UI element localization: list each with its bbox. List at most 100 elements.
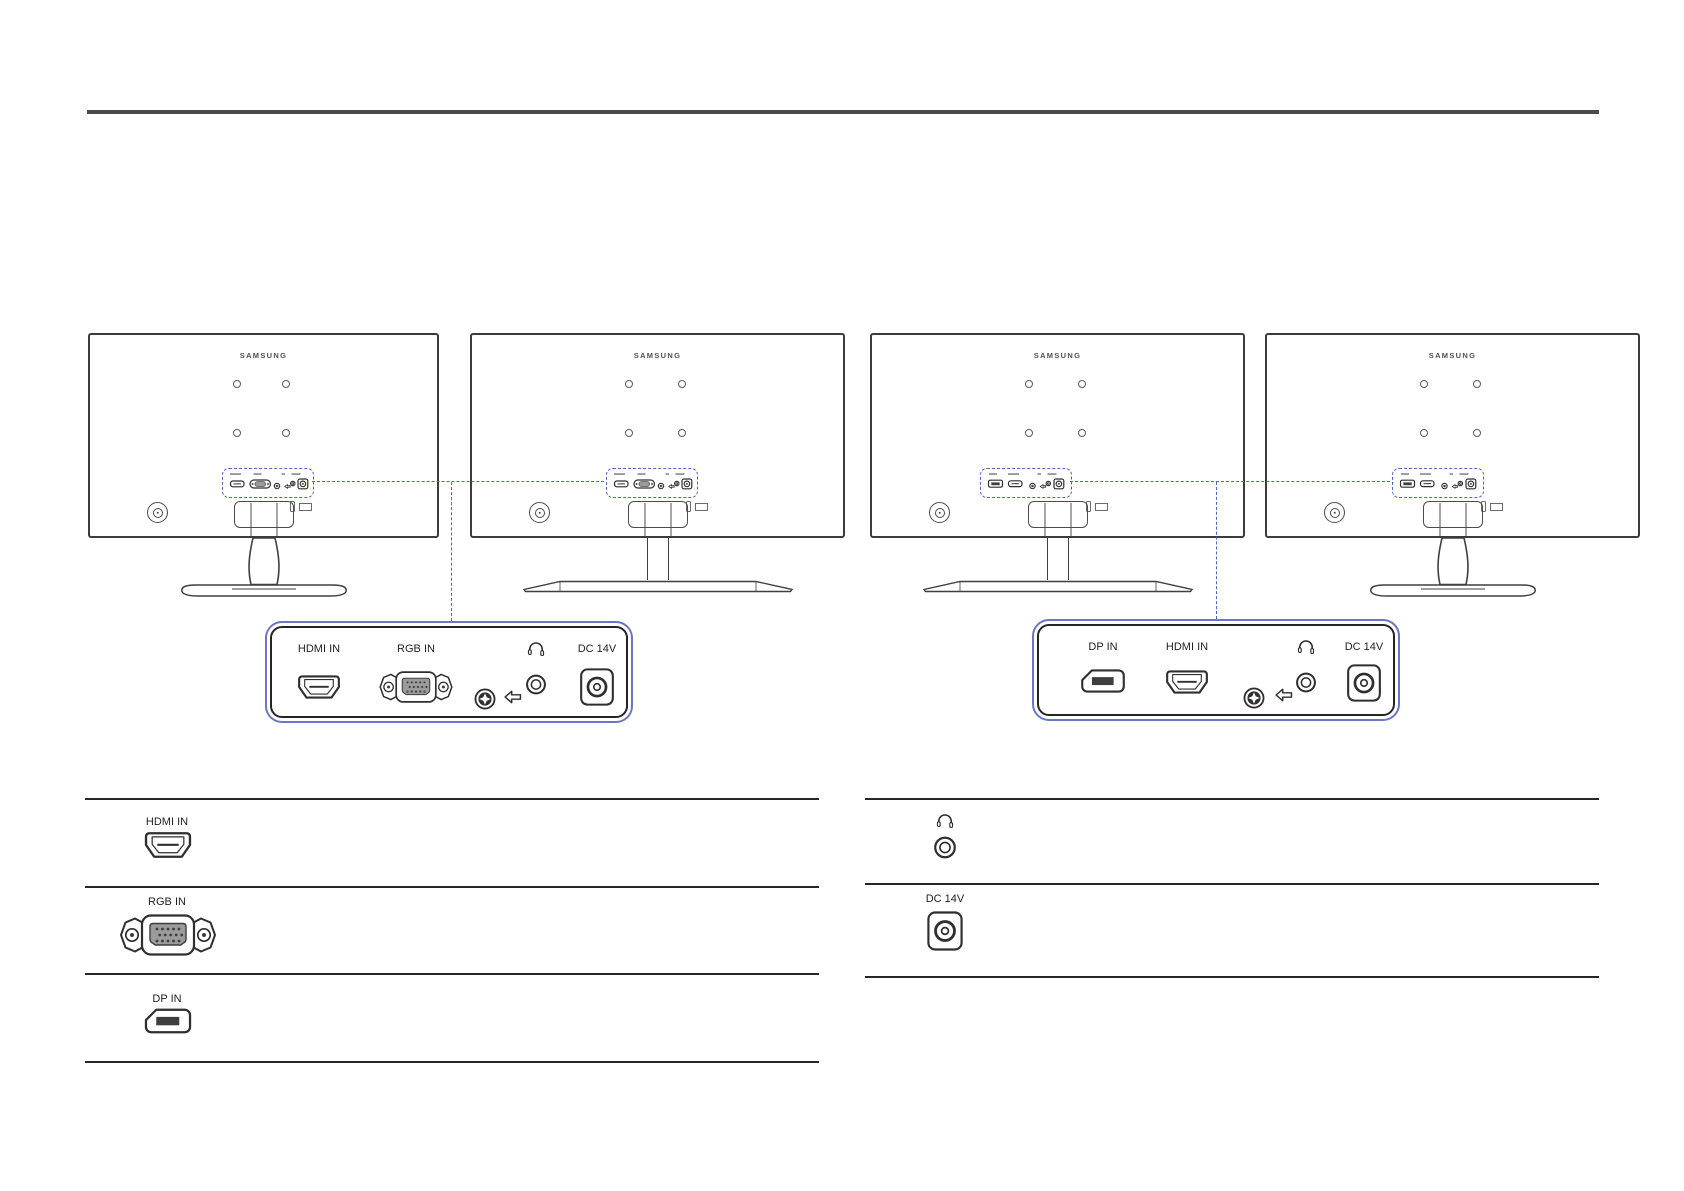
table-row xyxy=(865,798,1599,883)
hdmi-port-icon xyxy=(1166,670,1208,694)
table-row: DC 14V xyxy=(865,883,1599,978)
port-icon-phone xyxy=(1296,672,1317,698)
port-label: HDMI IN xyxy=(145,816,189,828)
mini-ports-dp-hdmi xyxy=(987,472,1065,489)
table-row: DP IN xyxy=(85,973,819,1063)
monitor-back-panel: SAMSUNG xyxy=(870,333,1245,538)
monitor-back-panel: SAMSUNG xyxy=(470,333,845,538)
port-icon-screw xyxy=(1243,687,1265,714)
ports-detail-panel: HDMI IN RGB IN DC 14V xyxy=(265,621,633,723)
port-icon-hdmi xyxy=(144,831,192,864)
hdmi-port-icon xyxy=(298,675,340,699)
jog-button xyxy=(529,502,550,523)
monitor-rear-view: SAMSUNG xyxy=(470,333,845,593)
ports-detail-panel-inner: HDMI IN RGB IN DC 14V xyxy=(270,626,628,718)
displayport-port-icon xyxy=(1081,669,1125,693)
monitor-back-panel: SAMSUNG xyxy=(1265,333,1640,538)
jog-button xyxy=(1324,502,1345,523)
port-cluster xyxy=(980,468,1072,498)
ports-detail-panel: DP IN HDMI IN DC 14V xyxy=(1032,619,1400,721)
vga-port-icon xyxy=(379,671,453,703)
stand-bracket xyxy=(233,501,294,528)
vesa-mount-hole xyxy=(1419,380,1428,389)
port-icon-vga xyxy=(370,671,462,708)
port-icon-hdmi xyxy=(297,675,342,704)
vesa-mount-hole xyxy=(677,380,686,389)
section-divider-rule xyxy=(87,110,1599,114)
jog-button xyxy=(147,502,168,523)
stand-bracket xyxy=(1027,501,1088,528)
port-icon-vga xyxy=(118,914,218,961)
headphone-icon xyxy=(1297,640,1315,654)
mini-ports-dp-hdmi xyxy=(1399,472,1477,489)
port-cluster xyxy=(1392,468,1484,498)
port-label: RGB IN xyxy=(397,643,435,655)
headphone-glyph xyxy=(1297,638,1315,659)
monitor-stand xyxy=(870,538,1245,608)
stand-neck xyxy=(1436,538,1469,585)
dashed-connector-horizontal xyxy=(312,481,604,482)
monitor-rear-view: SAMSUNG xyxy=(1265,333,1640,597)
monitor-back-panel: SAMSUNG xyxy=(88,333,439,538)
port-label: DP IN xyxy=(152,993,182,1005)
brand-logo: SAMSUNG xyxy=(1428,351,1477,360)
vesa-mount-hole xyxy=(1024,380,1033,389)
headphone-icon xyxy=(936,814,954,828)
mini-ports-hdmi-vga xyxy=(229,472,309,489)
port-icon-dc xyxy=(1347,664,1382,707)
headphone-jack-icon xyxy=(526,674,546,695)
stand-neck-top xyxy=(1439,503,1466,536)
port-cluster xyxy=(606,468,698,498)
vesa-mount-hole xyxy=(282,428,291,437)
stand-base xyxy=(1369,584,1536,597)
stand-base xyxy=(922,580,1193,593)
dashed-connector-vertical xyxy=(451,482,452,621)
vesa-mount-hole xyxy=(232,428,241,437)
port-icon-hdmi xyxy=(1165,670,1210,699)
port-label: DP IN xyxy=(1088,641,1118,653)
brand-logo: SAMSUNG xyxy=(633,351,682,360)
vesa-mount-hole xyxy=(1472,428,1481,437)
ports-detail-panel-inner: DP IN HDMI IN DC 14V xyxy=(1037,624,1395,716)
vesa-mount-hole xyxy=(677,428,686,437)
stand-neck xyxy=(646,538,669,580)
stand-neck-top xyxy=(644,503,671,536)
brand-logo: SAMSUNG xyxy=(239,351,288,360)
headphone-glyph xyxy=(936,812,954,833)
monitor-rear-view: SAMSUNG xyxy=(870,333,1245,593)
port-icon-dc xyxy=(580,668,615,711)
port-icon-arrow xyxy=(504,690,522,709)
stand-base xyxy=(180,584,347,597)
port-icon-dc xyxy=(927,908,963,959)
port-icon-phone xyxy=(526,674,547,700)
dc-power-jack-icon xyxy=(580,668,614,706)
port-icon-arrow xyxy=(1275,688,1293,707)
stand-neck-top xyxy=(250,503,277,536)
vesa-mount-hole xyxy=(282,380,291,389)
headphone-icon xyxy=(527,642,545,656)
monitor-stand xyxy=(88,538,439,608)
dc-power-jack-icon xyxy=(927,911,963,951)
dashed-connector-horizontal xyxy=(1070,481,1390,482)
port-label: HDMI IN xyxy=(297,643,341,655)
port-label: DC 14V xyxy=(1344,641,1384,653)
stand-neck-top xyxy=(1044,503,1071,536)
table-row: RGB IN xyxy=(85,886,819,973)
port-cluster xyxy=(222,468,314,498)
port-icon-phone xyxy=(934,836,957,864)
vesa-mount-hole xyxy=(232,380,241,389)
vesa-mount-hole xyxy=(1472,380,1481,389)
arrow-left-icon xyxy=(1275,688,1293,702)
vesa-mount-hole xyxy=(1024,428,1033,437)
headphone-jack-icon xyxy=(934,836,956,859)
dc-power-jack-icon xyxy=(1347,664,1381,702)
port-icon-dp xyxy=(144,1008,192,1039)
vesa-mount-hole xyxy=(1419,428,1428,437)
kensington-lock-slot xyxy=(1086,501,1108,512)
monitor-stand xyxy=(1265,538,1640,608)
brand-logo: SAMSUNG xyxy=(1033,351,1082,360)
vesa-mount-hole xyxy=(1077,428,1086,437)
mini-ports-hdmi-vga xyxy=(613,472,693,489)
screw-icon xyxy=(1243,687,1265,709)
